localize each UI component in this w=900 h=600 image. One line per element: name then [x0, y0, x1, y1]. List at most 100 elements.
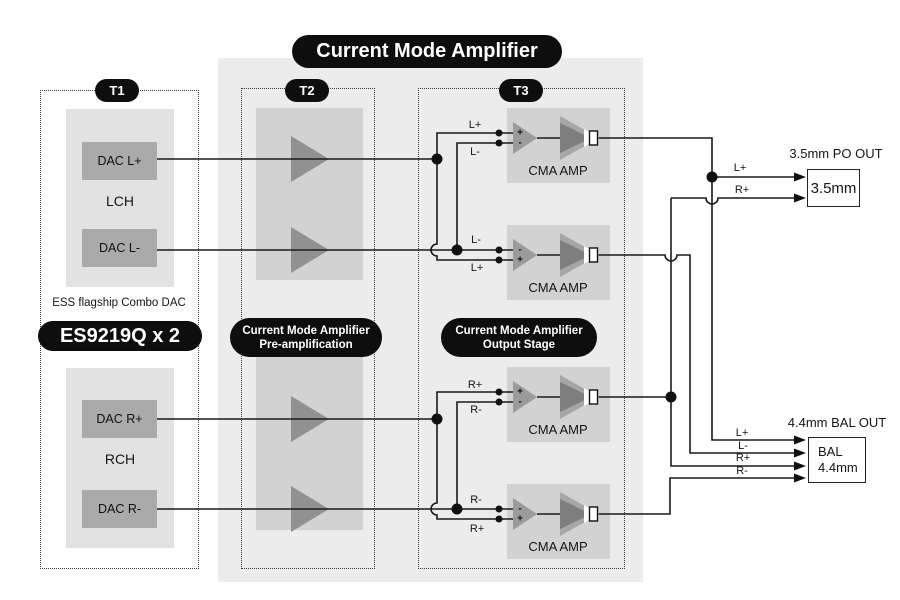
wire-label-bal-r-minus: R-	[736, 465, 748, 477]
wire-amp1-out-l-plus	[598, 137, 794, 441]
buffer-inner-triangle	[560, 240, 591, 270]
amp2-plus-sign: +	[517, 254, 523, 266]
po-jack-box: 3.5mm	[807, 169, 860, 207]
buffer-output-bar	[588, 506, 599, 522]
wire-label-bal-r-plus: R+	[735, 452, 751, 464]
junction-dot-l-minus	[451, 244, 463, 256]
preamp-stage-line1: Current Mode Amplifier	[242, 324, 370, 337]
dac-chip-name: ES9219Q x 2	[59, 324, 181, 347]
wire-r-plus-to-bal	[670, 198, 794, 467]
output-stage-line1: Current Mode Amplifier	[455, 324, 583, 337]
tag-t3: T3	[513, 83, 529, 98]
amp1-plus-input-dot	[495, 129, 503, 137]
wire-label-bal-l-plus: L+	[735, 427, 749, 439]
wire-amp2-out-l-minus	[598, 254, 794, 454]
dac-l-plus-label: DAC L+	[97, 154, 142, 168]
buffer-inner-triangle	[560, 123, 591, 153]
cma-amp-symbol-4	[513, 492, 599, 536]
junction-dot-bal-r-plus	[665, 391, 677, 403]
wire-amp4-out-r-minus	[598, 477, 794, 515]
junction-dot-po-l-plus	[706, 171, 718, 183]
tag-t2-pill: T2	[285, 79, 329, 102]
amp-internal-links	[537, 137, 561, 515]
bal-jack-line2: 4.4mm	[818, 460, 858, 475]
wire-l-minus-to-amp1	[456, 142, 514, 250]
dac-r-minus-label: DAC R-	[97, 502, 142, 516]
junction-dot-l-plus	[431, 153, 443, 165]
wire-label-l-plus-amp2: L+	[470, 262, 484, 274]
wire-label-r-plus-amp4: R+	[469, 523, 485, 535]
wire-r-plus-to-amp4	[430, 419, 514, 520]
cma-amp-symbol-1	[513, 116, 599, 160]
bal-jack-box: BAL 4.4mm	[808, 437, 866, 483]
junction-dot-r-plus	[431, 413, 443, 425]
po-jack-label: 3.5mm	[810, 179, 857, 197]
amp2-minus-input-dot	[495, 246, 503, 254]
amp3-minus-sign: -	[518, 396, 522, 408]
wire-label-r-plus-amp3: R+	[467, 379, 483, 391]
buffer-inner-triangle	[560, 499, 591, 529]
lch-label: LCH	[105, 193, 135, 209]
cma-amp-label-3: CMA AMP	[528, 422, 588, 437]
arrow-bal-r-plus	[794, 461, 806, 471]
dac-l-minus-label: DAC L-	[99, 241, 140, 255]
amp1-minus-input-dot	[495, 139, 503, 147]
tag-t1-pill: T1	[95, 79, 139, 102]
wire-label-po-r-plus: R+	[734, 184, 750, 196]
arrow-po-l-plus	[794, 172, 806, 182]
rch-label: RCH	[104, 451, 136, 467]
dac-l-minus-chip: DAC L-	[82, 229, 157, 267]
amp2-minus-sign: -	[518, 244, 522, 256]
cma-amp-symbols	[513, 116, 599, 536]
arrow-bal-r-minus	[794, 473, 806, 483]
dac-r-plus-label: DAC R+	[96, 412, 143, 426]
junction-dots	[431, 129, 718, 523]
opamp-triangle	[513, 381, 537, 413]
amp4-plus-sign: +	[517, 513, 523, 525]
opamp-triangle	[513, 498, 537, 530]
preamp-stage-line2: Pre-amplification	[259, 338, 353, 351]
wire-l-plus-to-amp1	[436, 132, 514, 159]
wire-l-plus-to-amp2	[430, 159, 514, 261]
cma-amp-symbol-3	[513, 375, 599, 419]
wire-label-l-minus-amp2: L-	[471, 234, 481, 246]
opamp-triangle	[513, 239, 537, 271]
bal-jack-line1: BAL	[818, 444, 843, 459]
wire-r-plus-to-amp3	[436, 391, 514, 419]
output-stage-line2: Output Stage	[482, 338, 556, 351]
wire-r-minus-to-amp3	[456, 401, 514, 509]
wire-label-bal-l-minus: L-	[738, 440, 748, 452]
arrow-po-r-plus	[794, 193, 806, 203]
amp4-minus-input-dot	[495, 505, 503, 513]
dac-chip-name-pill: ES9219Q x 2	[38, 321, 202, 351]
cma-amp-symbol-2	[513, 233, 599, 277]
diagram-title-pill: Current Mode Amplifier	[292, 35, 562, 68]
amp2-plus-input-dot	[495, 256, 503, 264]
amp4-plus-input-dot	[495, 515, 503, 523]
wire-label-r-minus-amp4: R-	[470, 494, 482, 506]
po-out-title: 3.5mm PO OUT	[789, 146, 883, 161]
wire-label-l-plus-amp1: L+	[468, 119, 482, 131]
arrowheads	[794, 172, 806, 483]
dac-l-plus-chip: DAC L+	[82, 142, 157, 180]
amp1-minus-sign: -	[518, 137, 522, 149]
arrow-bal-l-minus	[794, 448, 806, 458]
tag-t2: T2	[299, 83, 315, 98]
amp4-minus-sign: -	[518, 503, 522, 515]
arrow-bal-l-plus	[794, 435, 806, 445]
dac-r-plus-chip: DAC R+	[82, 400, 157, 438]
buffer-output-bar	[588, 389, 599, 405]
buffer-output-bar	[588, 130, 599, 146]
output-stage-pill: Current Mode Amplifier Output Stage	[441, 318, 597, 357]
buffer-inner-triangle	[560, 382, 591, 412]
cma-amp-label-4: CMA AMP	[528, 539, 588, 554]
buffer-output-bar	[588, 247, 599, 263]
preamp-stage-pill: Current Mode Amplifier Pre-amplification	[230, 318, 382, 357]
bal-out-title: 4.4mm BAL OUT	[787, 415, 887, 430]
cma-amp-label-1: CMA AMP	[528, 163, 588, 178]
wires	[157, 132, 794, 520]
tag-t3-pill: T3	[499, 79, 543, 102]
wire-label-r-minus-amp3: R-	[470, 404, 482, 416]
